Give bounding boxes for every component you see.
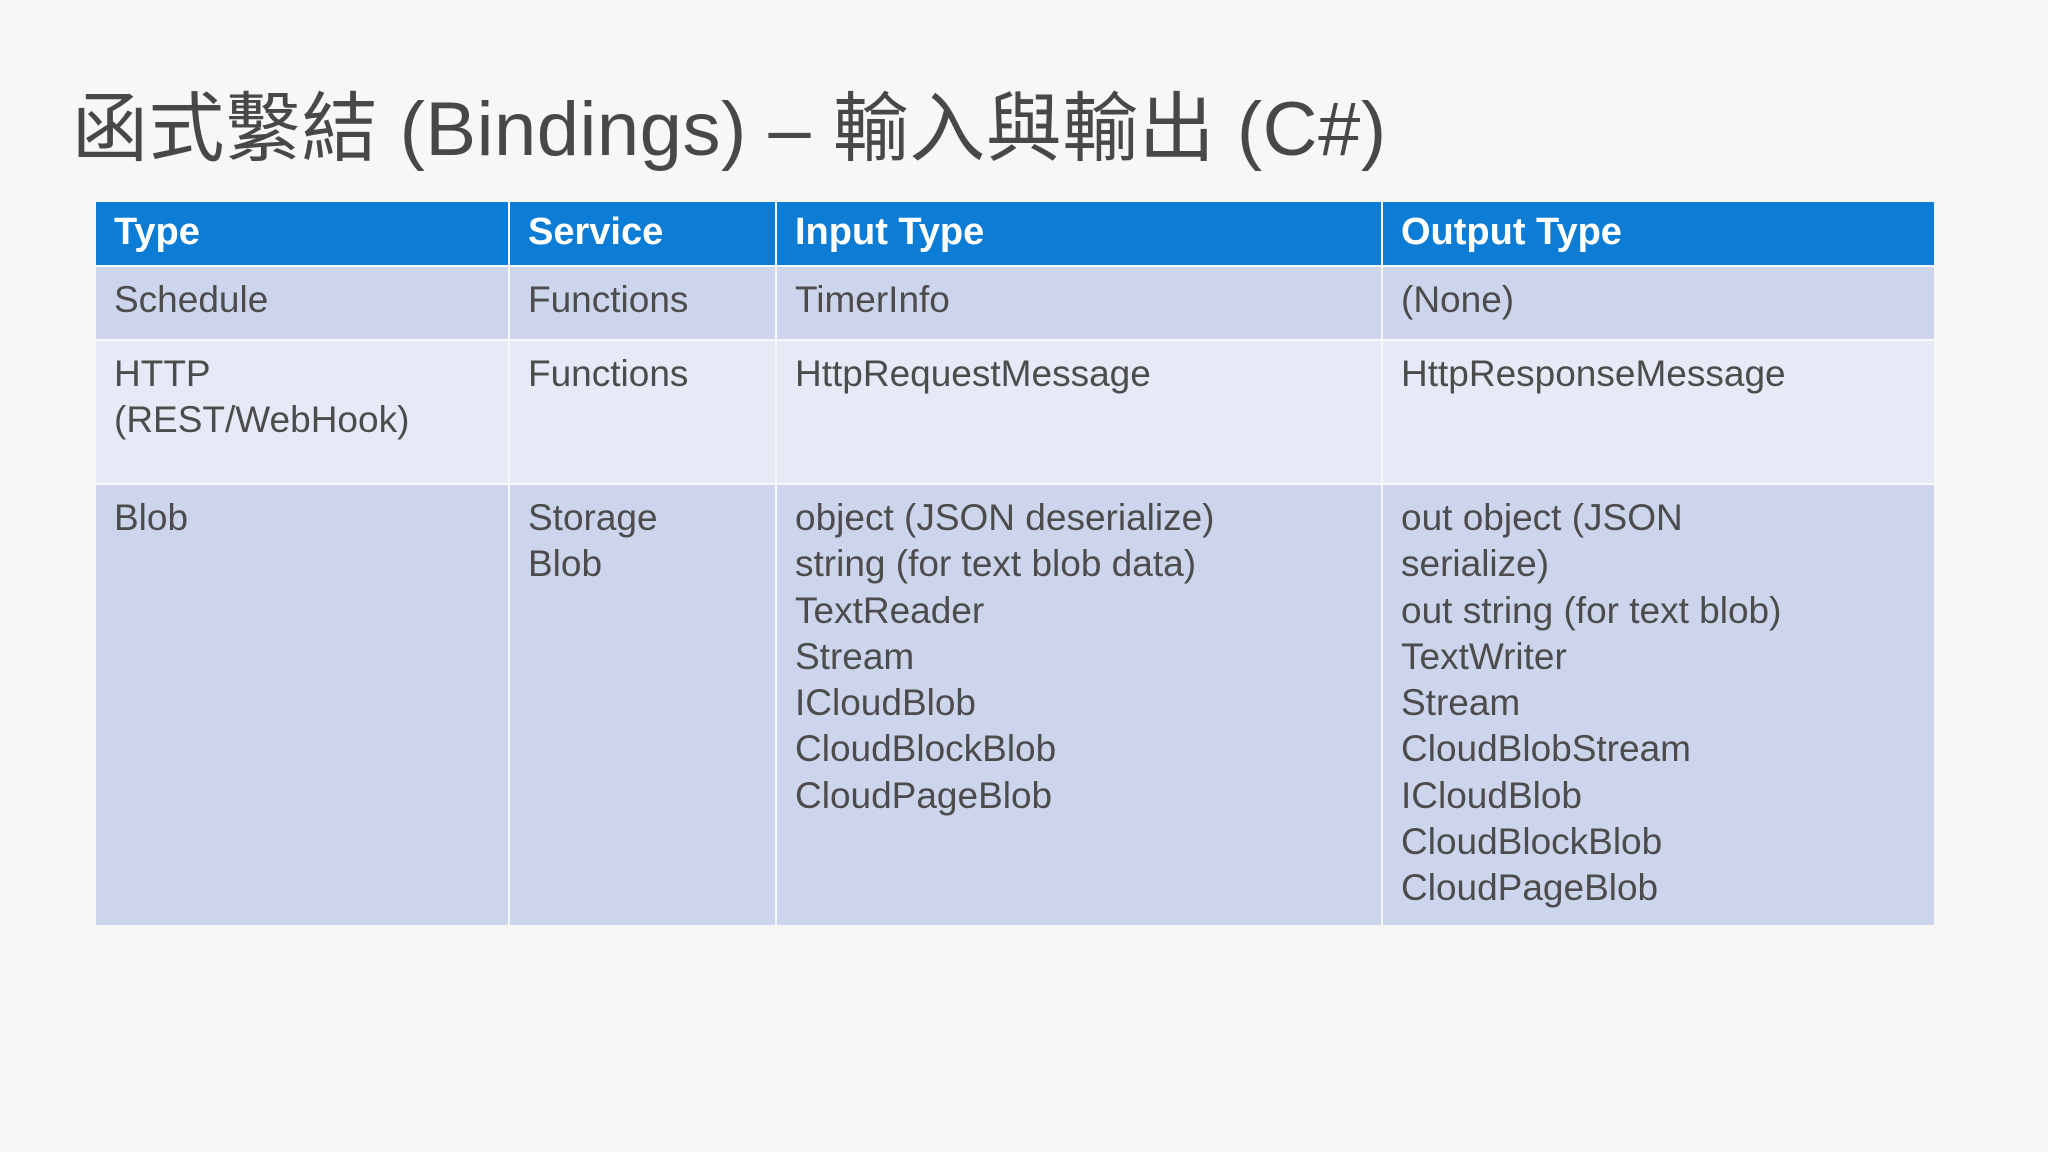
cell-line: CloudBlockBlob	[1401, 820, 1663, 862]
column-header-output-type: Output Type	[1383, 202, 1934, 265]
cell-service: Functions	[510, 267, 775, 339]
cell-input-type: HttpRequestMessage	[777, 341, 1381, 483]
cell-line: object (JSON deserialize)	[795, 497, 1215, 538]
column-header-input-type: Input Type	[777, 202, 1381, 265]
cell-line: out object (JSON	[1401, 497, 1683, 538]
cell-line: HttpRequestMessage	[795, 353, 1151, 394]
cell-input-type: object (JSON deserialize) string (for tex…	[777, 485, 1381, 926]
table-row: Schedule Functions TimerInfo (None)	[96, 267, 1934, 339]
cell-line: (REST/WebHook)	[114, 399, 410, 441]
cell-type: Schedule	[96, 267, 508, 339]
cell-line: out string (for text blob)	[1401, 589, 1782, 631]
cell-line: Stream	[1401, 682, 1521, 723]
cell-output-type: (None)	[1383, 267, 1934, 339]
cell-line: TextReader	[795, 589, 985, 631]
cell-output-type: out object (JSON serialize)out string (fo…	[1383, 485, 1934, 926]
table-header: Type Service Input Type Output Type	[96, 202, 1934, 265]
bindings-table-container: Type Service Input Type Output Type Sche…	[96, 202, 1934, 926]
cell-type: HTTP (REST/WebHook)	[96, 341, 508, 483]
cell-line: CloudPageBlob	[795, 774, 1053, 816]
table-header-row: Type Service Input Type Output Type	[96, 202, 1934, 265]
column-header-service: Service	[510, 202, 775, 265]
cell-output-type: HttpResponseMessage	[1383, 341, 1934, 483]
cell-line: Storage	[528, 497, 658, 538]
bindings-table: Type Service Input Type Output Type Sche…	[94, 200, 1936, 927]
cell-line: ICloudBlob	[795, 682, 977, 723]
cell-line: Stream	[795, 635, 915, 677]
cell-input-type: TimerInfo	[777, 267, 1381, 339]
table-body: Schedule Functions TimerInfo (None) HTTP…	[96, 267, 1934, 926]
cell-line: HttpResponseMessage	[1401, 353, 1786, 394]
cell-line: CloudBlobStream	[1401, 728, 1691, 770]
cell-line: CloudPageBlob	[1401, 867, 1659, 908]
column-header-type: Type	[96, 202, 508, 265]
cell-line: HTTP	[114, 353, 211, 394]
cell-service: Functions	[510, 341, 775, 483]
cell-line: ICloudBlob	[1401, 774, 1583, 816]
table-row: HTTP (REST/WebHook) Functions HttpRequest…	[96, 341, 1934, 483]
cell-line: Blob	[528, 543, 603, 585]
cell-line: serialize)	[1401, 543, 1550, 585]
cell-line: (None)	[1401, 279, 1515, 320]
page-title: 函式繫結 (Bindings) – 輸入與輸出 (C#)	[72, 86, 1387, 172]
cell-line: CloudBlockBlob	[795, 728, 1057, 770]
cell-line: TextWriter	[1401, 635, 1567, 677]
cell-line: TimerInfo	[795, 279, 950, 320]
cell-line: string (for text blob data)	[795, 543, 1197, 585]
cell-type: Blob	[96, 485, 508, 926]
